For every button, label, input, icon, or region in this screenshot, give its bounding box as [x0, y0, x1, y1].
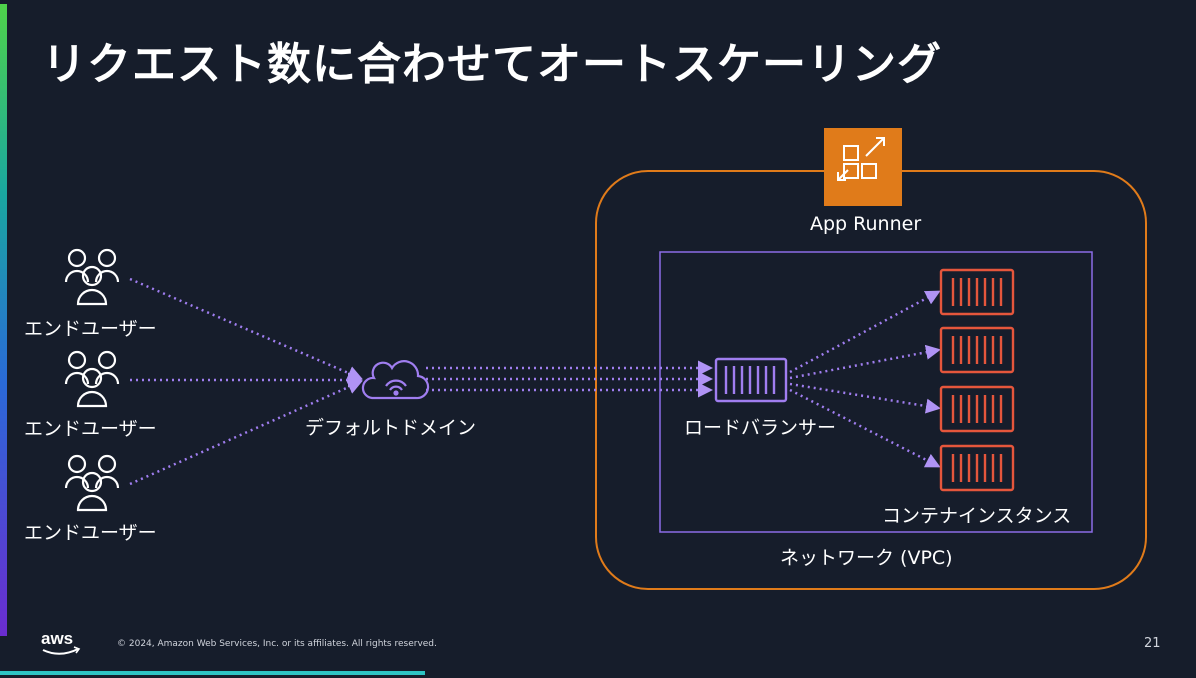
default-domain-label: デフォルトドメイン — [305, 417, 477, 439]
lb-to-container-link-1 — [789, 290, 941, 374]
user-label-3: エンドユーザー — [24, 522, 157, 544]
load-balancer-icon — [714, 357, 788, 403]
user-to-domain-link-1 — [129, 277, 363, 381]
app-runner-icon — [824, 128, 902, 206]
aws-logo: aws — [41, 629, 81, 655]
container-instance-icon-1 — [939, 268, 1015, 316]
page-number: 21 — [1144, 636, 1161, 651]
slide-title: リクエスト数に合わせてオートスケーリング — [42, 39, 942, 90]
user-label-2: エンドユーザー — [24, 418, 157, 440]
vpc-boundary — [659, 251, 1093, 533]
user-group-icon-3 — [64, 454, 120, 512]
lb-to-container-link-3 — [789, 382, 941, 414]
copyright-text: © 2024, Amazon Web Services, Inc. or its… — [117, 639, 437, 649]
load-balancer-label: ロードバランサー — [684, 417, 837, 439]
lb-to-container-link-4 — [789, 388, 941, 468]
container-instance-icon-3 — [939, 385, 1015, 433]
lb-to-container-link-2 — [789, 344, 941, 380]
container-instance-icon-2 — [939, 326, 1015, 374]
user-label-1: エンドユーザー — [24, 318, 157, 340]
user-group-icon-1 — [64, 248, 120, 306]
user-group-icon-2 — [64, 350, 120, 408]
accent-bar-left — [0, 4, 7, 636]
container-instance-icon-4 — [939, 444, 1015, 492]
app-runner-label: App Runner — [810, 213, 922, 235]
cloud-domain-icon — [361, 360, 430, 400]
container-instances-label: コンテナインスタンス — [882, 505, 1072, 527]
network-vpc-label: ネットワーク (VPC) — [780, 547, 953, 569]
aws-logo-text: aws — [41, 629, 73, 648]
progress-bar-bottom — [0, 671, 425, 675]
